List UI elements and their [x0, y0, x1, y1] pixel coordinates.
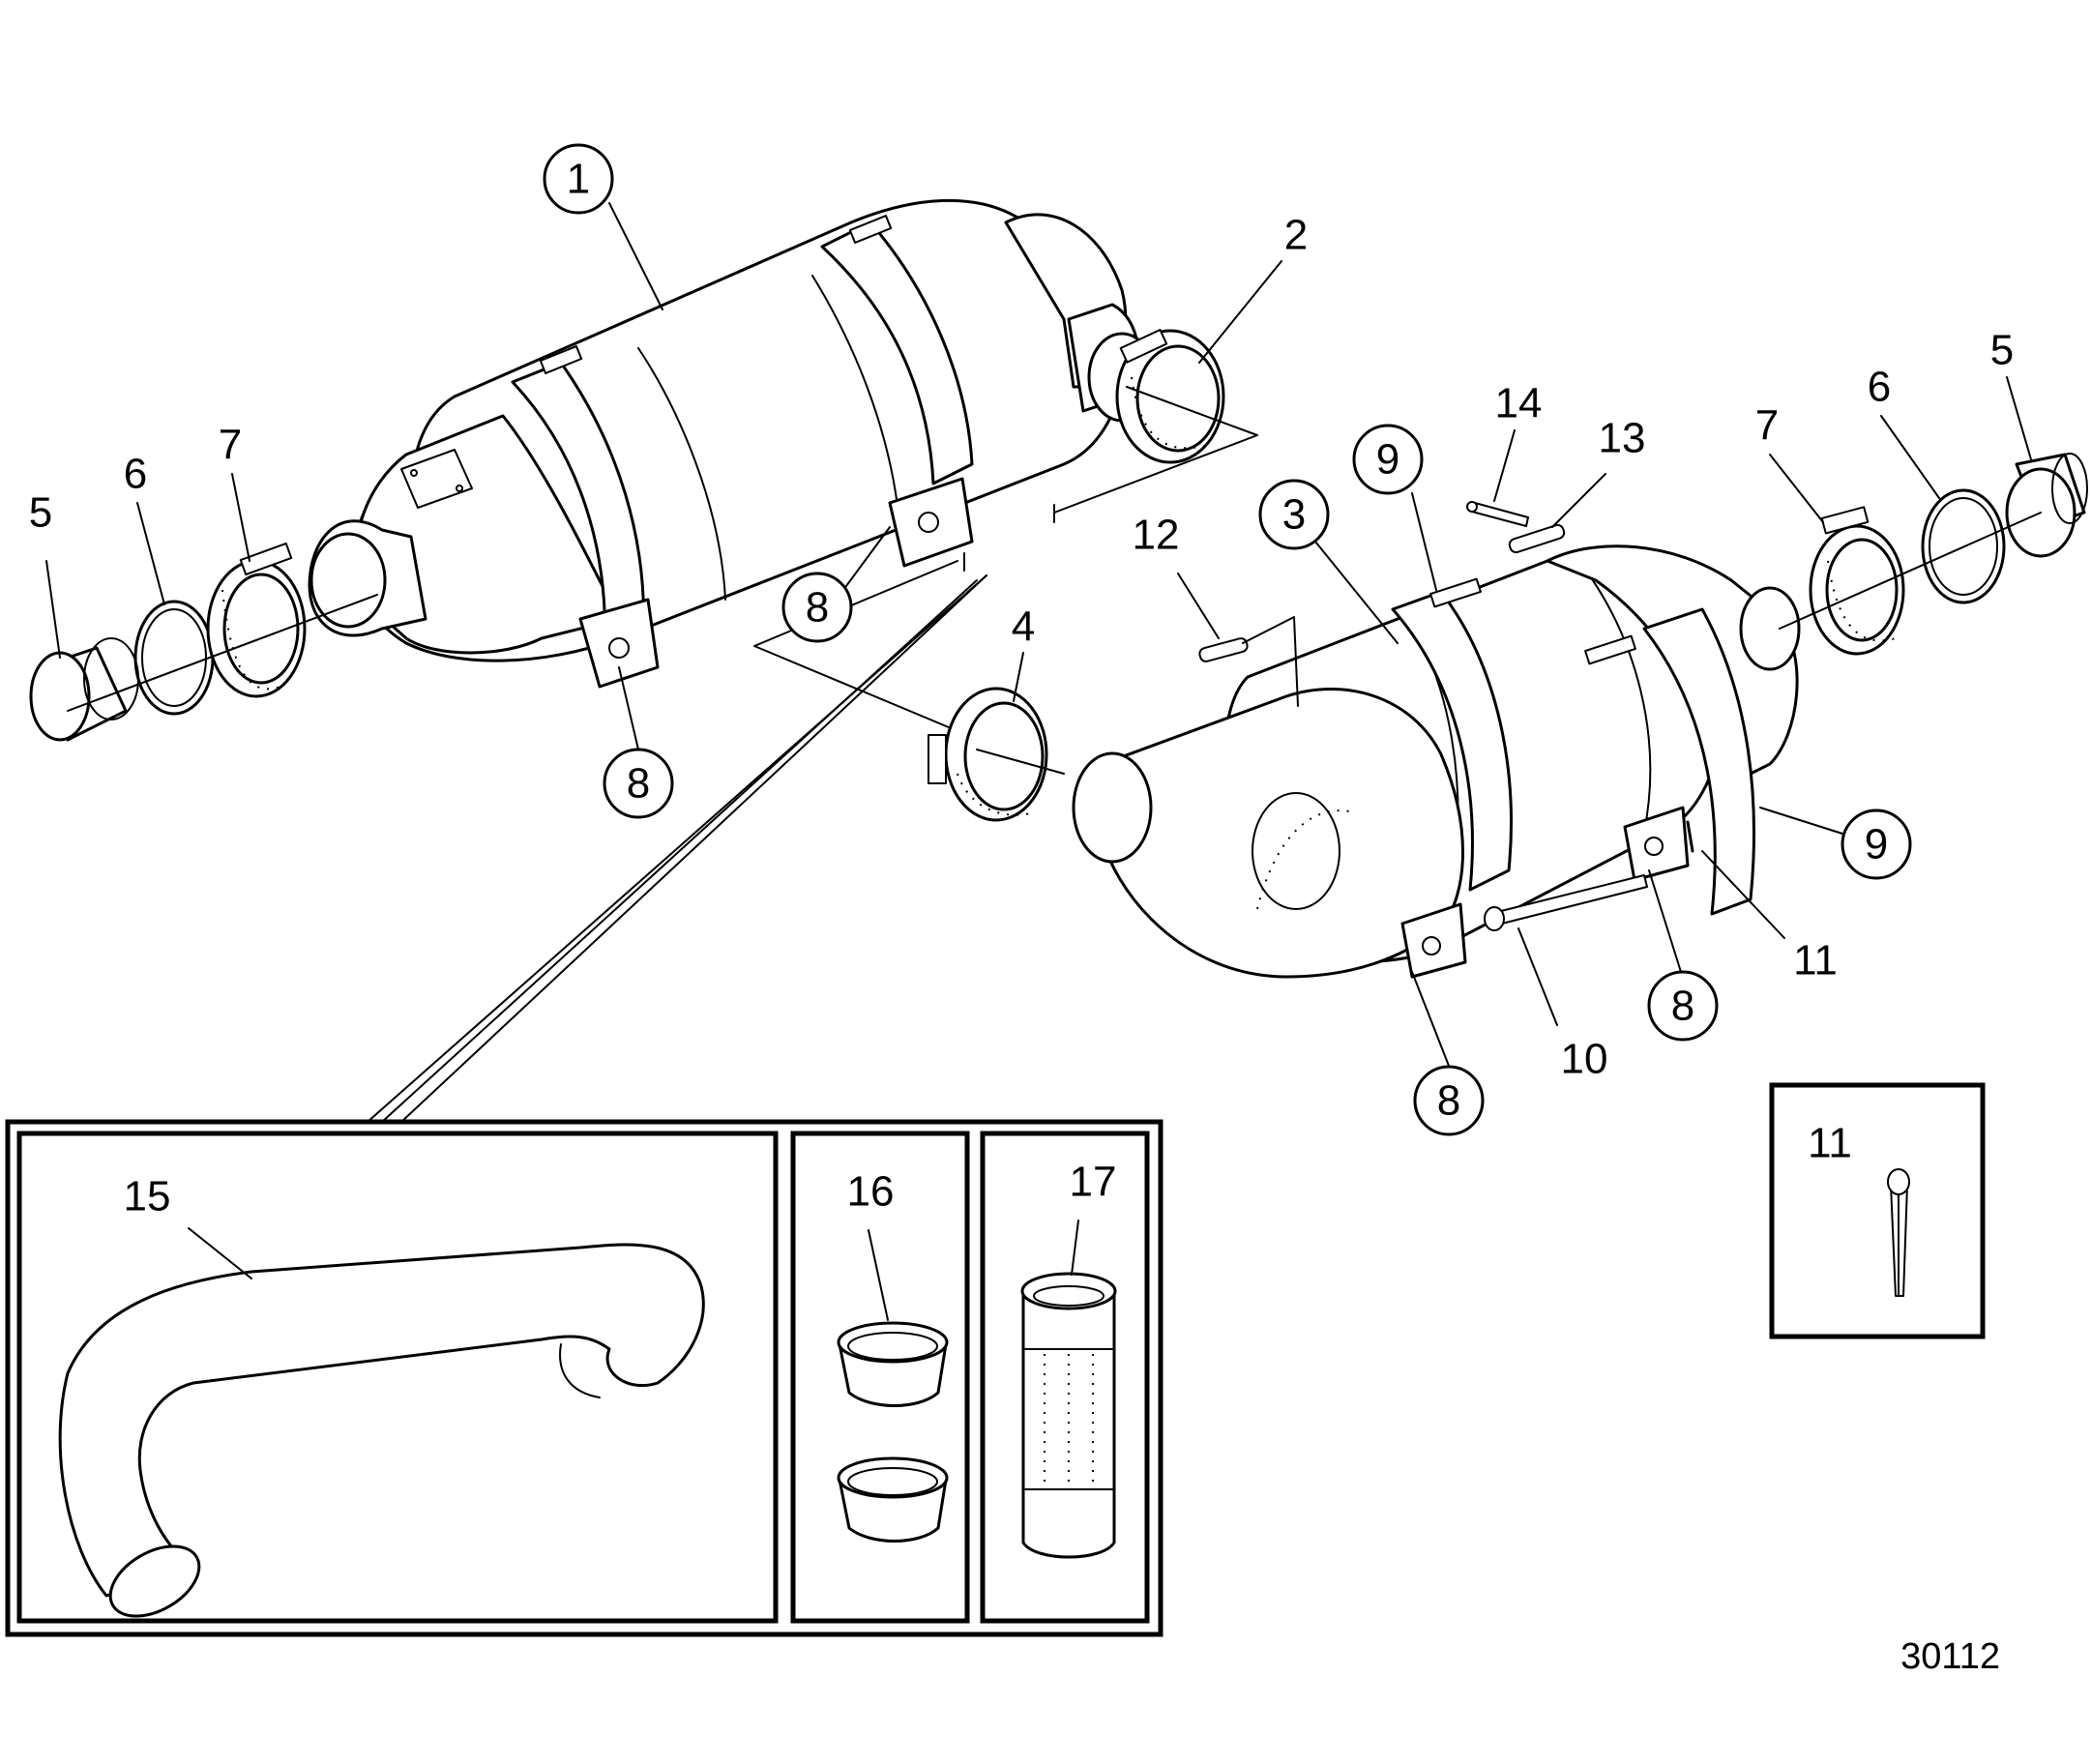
- clamp-lower: [928, 687, 1048, 822]
- label-14: 14: [1495, 380, 1543, 427]
- gasket-right: [1921, 488, 2006, 604]
- callout-9-lower-circle: [1841, 808, 1912, 880]
- callout-3-circle: [1258, 479, 1330, 550]
- callout-2: 2: [1284, 212, 1308, 259]
- callout-9-lower: 9: [1865, 821, 1888, 868]
- label-15: 15: [124, 1173, 171, 1220]
- label-10: 10: [1561, 1036, 1608, 1083]
- label-6-left: 6: [124, 451, 147, 498]
- gasket-left: [133, 600, 215, 716]
- label-7-left: 7: [219, 422, 242, 469]
- label-5-left: 5: [29, 489, 52, 537]
- callout-4: 4: [1012, 603, 1035, 651]
- label-11: 11: [1793, 937, 1838, 985]
- callout-8-left-circle: [603, 748, 674, 819]
- label-7-right: 7: [1755, 402, 1779, 450]
- callout-9-upper-circle: [1352, 424, 1424, 495]
- clamp-right: [1809, 506, 1905, 656]
- cotter-pin-inset: 11: [1769, 1082, 1986, 1339]
- callout-8-right-circle: [1647, 970, 1719, 1042]
- sleeve-right: [2005, 453, 2088, 558]
- label-6-right: 6: [1868, 364, 1891, 411]
- pipe-15: [58, 1243, 705, 1618]
- callout-8-right: 8: [1671, 983, 1694, 1030]
- callout-1-circle: [543, 143, 614, 215]
- clamp-left: [206, 542, 307, 698]
- reference-number: 30112: [1900, 1636, 2000, 1677]
- bolt-10: [1484, 874, 1648, 931]
- callout-8-lower: 8: [1437, 1077, 1460, 1125]
- muffler-lower: [1072, 544, 1801, 979]
- sleeve-left: [29, 637, 139, 742]
- label-17: 17: [1070, 1159, 1117, 1206]
- callout-8-upper-circle: [781, 572, 853, 643]
- detail-box: 15 16 17: [5, 1119, 1163, 1637]
- pin-12: [1198, 637, 1249, 662]
- pin-14: [1466, 501, 1529, 527]
- callout-8-lower-circle: [1413, 1065, 1485, 1136]
- muffler-upper: [308, 198, 1157, 689]
- clamp-upper: [1115, 329, 1225, 464]
- callout-8-left: 8: [627, 760, 650, 808]
- pin-13: [1508, 523, 1566, 554]
- callout-3: 3: [1282, 491, 1306, 539]
- sleeve-16: [837, 1321, 949, 1543]
- label-11-inset: 11: [1808, 1120, 1852, 1167]
- callout-1: 1: [567, 156, 590, 203]
- callout-8-upper: 8: [806, 584, 829, 632]
- flex-pipe-17: [1020, 1272, 1117, 1559]
- label-13: 13: [1599, 415, 1646, 462]
- label-12: 12: [1133, 512, 1180, 559]
- callout-9-upper: 9: [1376, 436, 1399, 484]
- label-16: 16: [847, 1168, 895, 1216]
- label-5-right: 5: [1990, 327, 2014, 374]
